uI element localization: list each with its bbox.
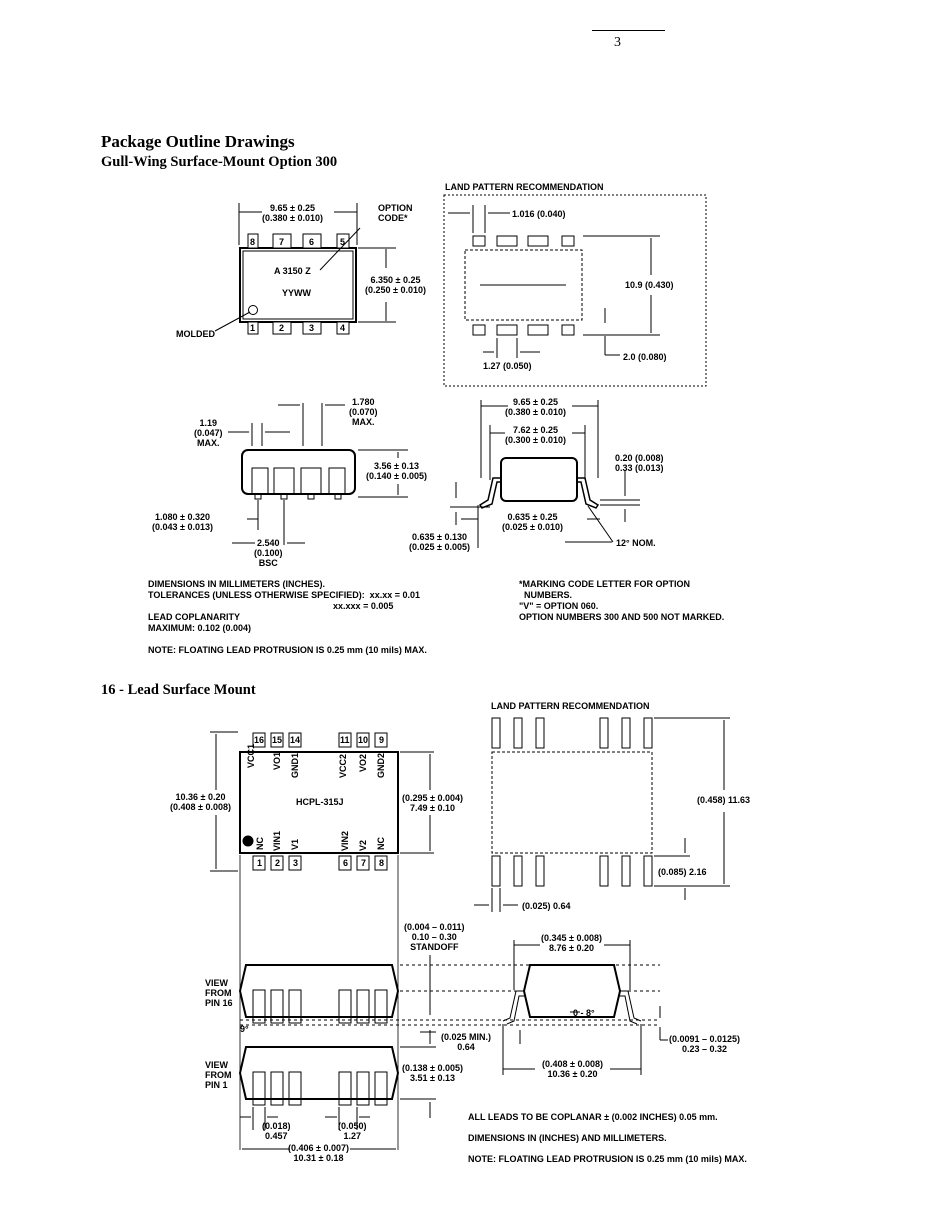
total-length-dim: (0.406 ± 0.007) 10.31 ± 0.18 — [288, 1143, 349, 1163]
end-total-dim: (0.408 ± 0.008) 10.36 ± 0.20 — [542, 1059, 603, 1079]
side-view-package — [228, 403, 408, 545]
coplanar-note: ALL LEADS TO BE COPLANAR ± (0.002 INCHES… — [468, 1112, 718, 1122]
lp-height: 10.9 (0.430) — [625, 280, 674, 290]
pin-label-vcc1: VCC1 — [246, 743, 256, 768]
pin-6: 6 — [343, 858, 349, 868]
dimensions-note: DIMENSIONS IN (INCHES) AND MILLIMETERS. — [468, 1133, 667, 1143]
svg-text:3: 3 — [309, 323, 314, 333]
pin-label-v2: V2 — [358, 839, 368, 851]
part-number: HCPL-315J — [296, 797, 344, 807]
land-pattern-title-1: LAND PATTERN RECOMMENDATION — [445, 182, 604, 192]
pin-9: 9 — [379, 735, 385, 745]
view-from-pin1: VIEW FROM PIN 1 — [205, 1060, 232, 1090]
pin-label-vin1: VIN1 — [272, 830, 282, 851]
min-lead-dim: (0.025 MIN.) 0.64 — [441, 1032, 492, 1052]
pin-3: 3 — [293, 858, 299, 868]
section2-subtitle: 16 - Lead Surface Mount — [101, 682, 256, 698]
option-code-label: OPTION CODE* — [378, 203, 413, 223]
pin-label-vin2: VIN2 — [340, 830, 350, 851]
svg-text:2: 2 — [279, 323, 284, 333]
top-pin-numbers: 8 7 6 5 1 2 3 4 — [250, 237, 345, 333]
end-angle: 12° NOM. — [616, 538, 656, 548]
pin-1: 1 — [257, 858, 263, 868]
pin-11: 11 — [340, 735, 350, 745]
end-lead-thickness: 0.20 (0.008) 0.33 (0.013) — [615, 453, 664, 473]
lp2-pad: (0.085) 2.16 — [658, 867, 707, 877]
molded-label: MOLDED — [176, 329, 215, 339]
pin-label-nc1: NC — [255, 837, 265, 850]
pin-7: 7 — [361, 858, 367, 868]
page-title: Package Outline Drawings — [101, 132, 295, 151]
pin-label-vo1: VO1 — [272, 751, 282, 770]
land-pattern-1 — [443, 194, 707, 387]
side-height-dim: 3.56 ± 0.13 (0.140 ± 0.005) — [366, 461, 427, 481]
side-max-dim: 1.19 (0.047) MAX. — [194, 418, 223, 448]
svg-text:8: 8 — [250, 237, 255, 247]
lead-pitch-dim: (0.050) 1.27 — [338, 1121, 367, 1141]
lead-width-dim: (0.018) 0.457 — [262, 1121, 291, 1141]
width-left-dim: 10.36 ± 0.20 (0.408 ± 0.008) — [170, 792, 231, 812]
pin-label-vo2: VO2 — [358, 753, 368, 772]
body-width-dim: 6.350 ± 0.25 (0.250 ± 0.010) — [365, 275, 426, 295]
end-foot-dim: 0.635 ± 0.130 (0.025 ± 0.005) — [409, 532, 470, 552]
coplanarity-note: LEAD COPLANARITY MAXIMUM: 0.102 (0.004) — [148, 612, 252, 633]
angle-9: 9° — [240, 1024, 249, 1034]
notes-left: DIMENSIONS IN MILLIMETERS (INCHES). TOLE… — [148, 579, 420, 611]
pin-2: 2 — [275, 858, 281, 868]
body-height-dim: (0.138 ± 0.005) 3.51 ± 0.13 — [402, 1063, 463, 1083]
gullwing-drawing: 8 7 6 5 1 2 3 4 — [214, 194, 707, 548]
pin-label-gnd2: GND2 — [376, 752, 386, 778]
standoff-dim: (0.004 – 0.011) 0.10 – 0.30 STANDOFF — [404, 922, 465, 952]
lp-pad-width: 1.016 (0.040) — [512, 209, 566, 219]
land-pattern-title-2: LAND PATTERN RECOMMENDATION — [491, 701, 650, 711]
end-view-package — [450, 400, 640, 548]
pin-label-vcc2: VCC2 — [338, 753, 348, 778]
pin-label-gnd1: GND1 — [290, 752, 300, 778]
end-lead-length: 0.635 ± 0.25 (0.025 ± 0.010) — [502, 512, 563, 532]
top-view-package — [214, 203, 396, 335]
width-right-dim: (0.295 ± 0.004) 7.49 ± 0.10 — [402, 793, 463, 813]
pin-15: 15 — [272, 735, 283, 745]
page-number: 3 — [614, 35, 621, 50]
view-from-pin16: VIEW FROM PIN 16 — [205, 978, 233, 1008]
angle-range: 0 - 8° — [573, 1008, 595, 1018]
svg-text:1: 1 — [250, 323, 255, 333]
svg-text:5: 5 — [340, 237, 345, 247]
notes-right: *MARKING CODE LETTER FOR OPTION NUMBERS.… — [519, 579, 725, 622]
chip-marking-2: YYWW — [282, 288, 311, 298]
pin-16: 16 — [254, 735, 265, 745]
lp2-pitch: (0.025) 0.64 — [522, 901, 571, 911]
side-pitch-dim: 2.540 (0.100) BSC — [254, 538, 283, 568]
chip-marking-1: A 3150 Z — [274, 266, 311, 276]
pin-label-v1: V1 — [290, 838, 300, 850]
end-width-dim: 9.65 ± 0.25 (0.380 ± 0.010) — [505, 397, 566, 417]
end-body-dim: 7.62 ± 0.25 (0.300 ± 0.010) — [505, 425, 566, 445]
svg-text:7: 7 — [279, 237, 284, 247]
pin-10: 10 — [358, 735, 369, 745]
side-top-dim: 1.780 (0.070) MAX. — [349, 397, 378, 427]
svg-text:4: 4 — [340, 323, 345, 333]
header-rule — [592, 30, 665, 31]
top-width-dim: 9.65 ± 0.25 (0.380 ± 0.010) — [262, 203, 323, 223]
pin-14: 14 — [290, 735, 301, 745]
floating-lead-note-2: NOTE: FLOATING LEAD PROTRUSION IS 0.25 m… — [468, 1154, 747, 1164]
svg-text:6: 6 — [309, 237, 314, 247]
lp-pitch: 1.27 (0.050) — [483, 361, 532, 371]
lp-pad-length: 2.0 (0.080) — [623, 352, 667, 362]
lp2-height: (0.458) 11.63 — [697, 795, 751, 805]
pin-8: 8 — [379, 858, 385, 868]
section1-subtitle: Gull-Wing Surface-Mount Option 300 — [101, 154, 338, 170]
pin-label-nc2: NC — [376, 837, 386, 850]
floating-lead-note-1: NOTE: FLOATING LEAD PROTRUSION IS 0.25 m… — [148, 645, 427, 655]
lead-thickness-dim: (0.0091 – 0.0125) 0.23 – 0.32 — [669, 1034, 741, 1054]
end-body-dim-2: (0.345 ± 0.008) 8.76 ± 0.20 — [541, 933, 602, 953]
side-standoff-dim: 1.080 ± 0.320 (0.043 ± 0.013) — [152, 512, 213, 532]
